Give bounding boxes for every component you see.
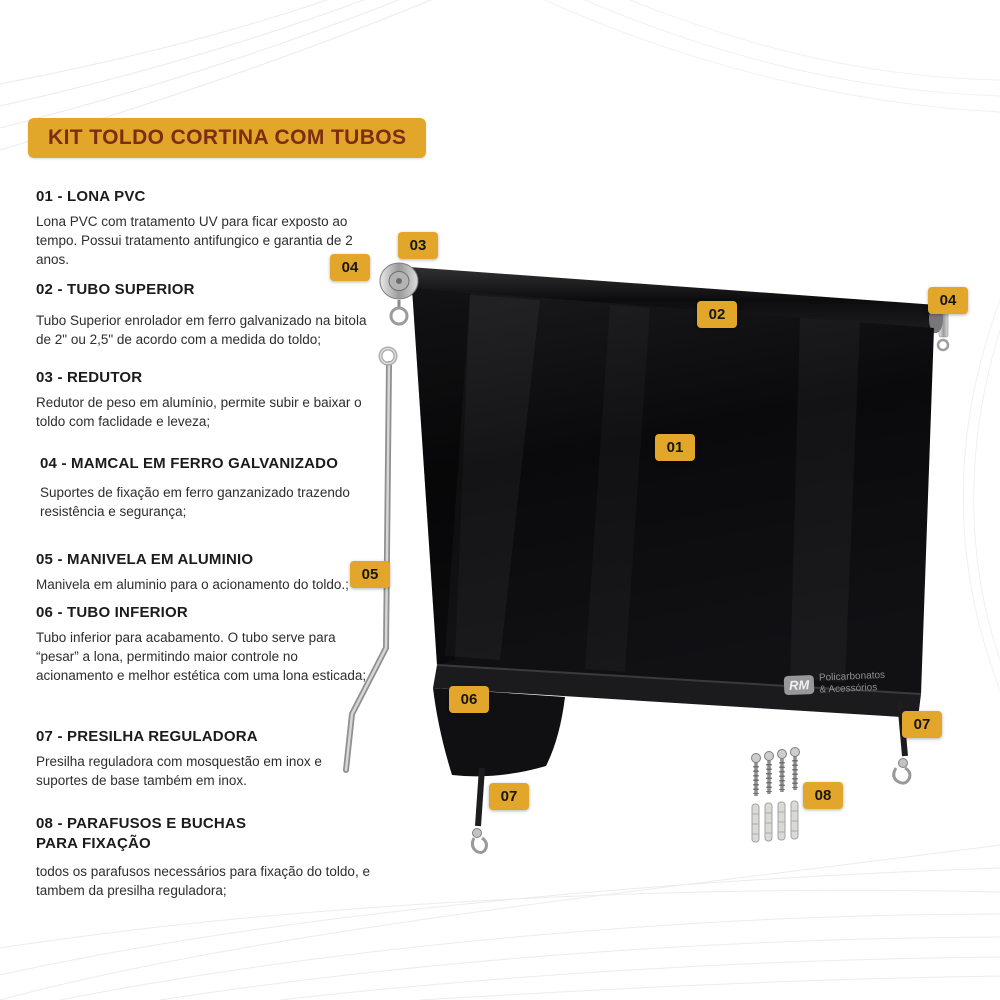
section-heading: 03 - REDUTOR xyxy=(36,369,143,386)
part-badge-08: 08 xyxy=(803,782,843,809)
part-badge-03: 03 xyxy=(398,232,438,259)
part-badge-04-left: 04 xyxy=(330,254,370,281)
page-title: KIT TOLDO CORTINA COM TUBOS xyxy=(28,118,427,158)
section-heading: 08 - PARAFUSOS E BUCHAS PARA FIXAÇÃO xyxy=(36,815,247,853)
section-lona-pvc: 01 - LONA PVC Lona PVC com tratamento UV… xyxy=(36,188,372,269)
section-heading: 04 - MAMCAL EM FERRO GALVANIZADO xyxy=(40,455,339,472)
section-heading: 06 - TUBO INFERIOR xyxy=(36,604,188,621)
brand-logo: RM Policarbonatos & Acessórios xyxy=(783,670,886,697)
part-badge-04-right: 04 xyxy=(928,287,968,314)
top-tube xyxy=(409,267,937,333)
section-body: Redutor de peso em alumínio, permite sub… xyxy=(36,395,362,430)
section-manivela: 05 - MANIVELA EM ALUMINIO Manivela em al… xyxy=(36,551,372,594)
crank-handle xyxy=(343,346,398,773)
section-heading: 05 - MANIVELA EM ALUMINIO xyxy=(36,551,254,568)
section-body: todos os parafusos necessários para fixa… xyxy=(36,863,370,898)
section-heading: 01 - LONA PVC xyxy=(36,188,146,205)
part-badge-05: 05 xyxy=(350,561,390,588)
section-body: Tubo inferior para acabamento. O tubo se… xyxy=(36,630,367,684)
part-badge-07-left: 07 xyxy=(489,783,529,810)
part-badge-07-right: 07 xyxy=(902,711,942,738)
part-badge-06: 06 xyxy=(449,686,489,713)
part-badge-01: 01 xyxy=(655,434,695,461)
reducer-end xyxy=(379,262,419,326)
section-tubo-superior: 02 - TUBO SUPERIOR Tubo Superior enrolad… xyxy=(36,281,372,349)
section-heading: 02 - TUBO SUPERIOR xyxy=(36,281,195,298)
bottom-tube xyxy=(433,665,921,718)
canvas xyxy=(412,288,934,694)
section-parafusos: 08 - PARAFUSOS E BUCHAS PARA FIXAÇÃO tod… xyxy=(36,814,372,900)
part-badge-02: 02 xyxy=(697,301,737,328)
section-mamcal: 04 - MAMCAL EM FERRO GALVANIZADO Suporte… xyxy=(36,455,376,521)
section-body: Manivela em aluminio para o acionamento … xyxy=(36,577,349,592)
section-presilha: 07 - PRESILHA REGULADORA Presilha regula… xyxy=(36,728,372,790)
section-body: Tubo Superior enrolador em ferro galvani… xyxy=(36,313,367,348)
awning-assembly xyxy=(343,262,950,854)
section-body: Presilha reguladora com mosquestão em in… xyxy=(36,754,322,789)
brand-logo-abbr: RM xyxy=(783,674,815,696)
brand-logo-line2: & Acessórios xyxy=(819,681,878,696)
section-body: Lona PVC com tratamento UV para ficar ex… xyxy=(36,214,353,268)
section-heading: 07 - PRESILHA REGULADORA xyxy=(36,728,258,745)
section-body: Suportes de fixação em ferro ganzanizado… xyxy=(40,485,350,520)
section-redutor: 03 - REDUTOR Redutor de peso em alumínio… xyxy=(36,369,372,431)
screws-and-anchors xyxy=(751,747,800,843)
section-tubo-inferior: 06 - TUBO INFERIOR Tubo inferior para ac… xyxy=(36,604,372,685)
left-strap xyxy=(470,767,488,854)
